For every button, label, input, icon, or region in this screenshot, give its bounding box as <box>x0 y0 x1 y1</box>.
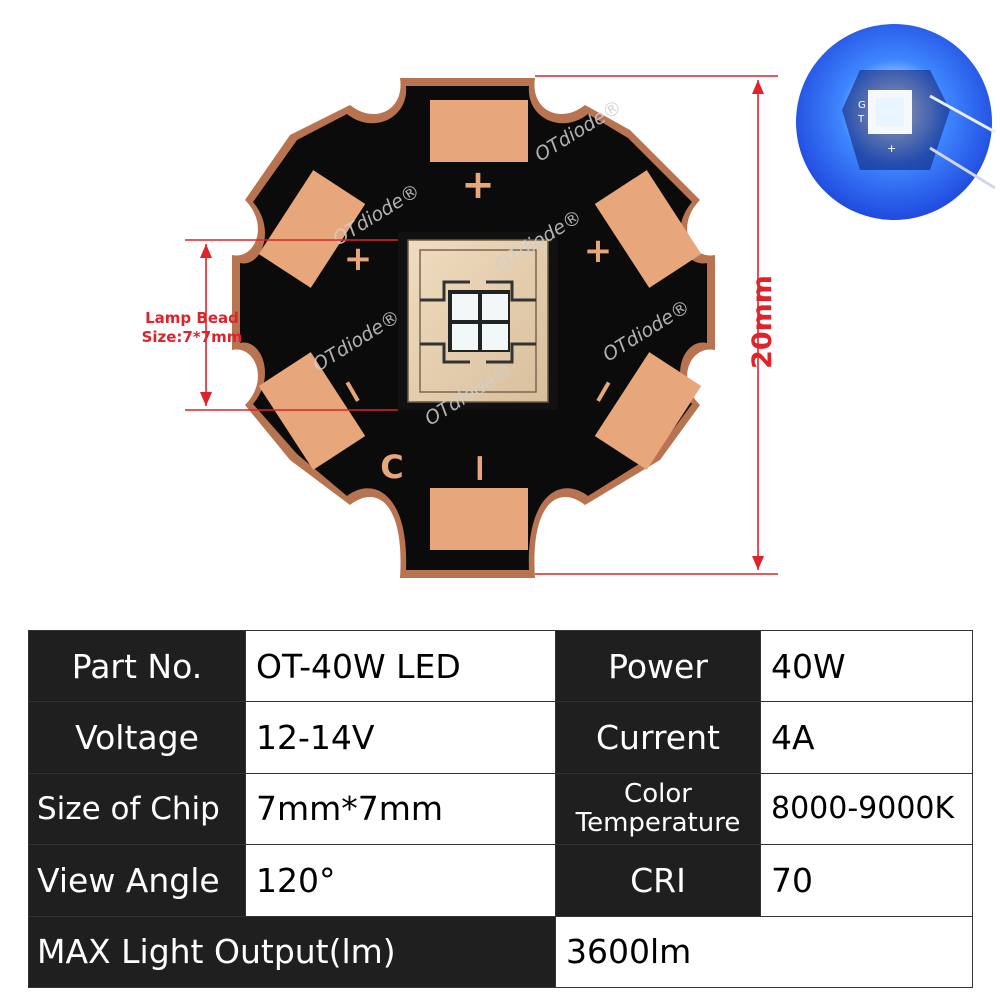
view-angle-value: 120° <box>245 844 556 917</box>
color-temperature-label-line1: Color <box>624 778 692 809</box>
minus-mark-bottom: − <box>459 452 503 484</box>
led-package <box>398 232 558 410</box>
pad-bottom <box>430 488 528 550</box>
table-row: MAX Light Output(lm) 3600lm <box>28 915 973 989</box>
product-image-area: + + + − − − C OTdiode® OTdiode® OTdiode®… <box>142 24 996 578</box>
dimension-arrows <box>200 80 764 570</box>
table-row: Size of Chip 7mm*7mm Color Temperature 8… <box>28 772 973 846</box>
lit-led-inset-photo: G T + <box>796 24 996 220</box>
cri-value: 70 <box>760 844 973 917</box>
voltage-value: 12-14V <box>245 701 556 774</box>
cri-label: CRI <box>555 844 761 917</box>
inset-label-g: G <box>858 100 866 111</box>
pad-lower-left <box>258 352 366 470</box>
current-value: 4A <box>760 701 973 774</box>
pad-upper-right <box>594 170 702 288</box>
c-mark: C <box>380 448 403 486</box>
led-die-3 <box>452 324 478 350</box>
lamp-bead-label-line2: Size:7*7mm <box>142 328 243 346</box>
plus-mark-left: + <box>344 239 373 279</box>
plus-mark-top: + <box>461 162 495 208</box>
inset-label-t: T <box>857 114 865 125</box>
power-value: 40W <box>760 629 973 703</box>
pad-lower-right <box>594 352 702 470</box>
table-row: Part No. OT-40W LED Power 40W <box>28 629 973 703</box>
plus-mark-right: + <box>584 231 613 271</box>
current-label: Current <box>555 701 761 774</box>
color-temperature-label: Color Temperature <box>555 772 761 846</box>
max-light-output-label: MAX Light Output(lm) <box>28 915 556 989</box>
color-temperature-label-line2: Temperature <box>575 807 741 838</box>
inset-plus: + <box>887 142 896 155</box>
part-no-value: OT-40W LED <box>245 629 556 703</box>
view-angle-label: View Angle <box>28 844 246 917</box>
chip-size-value: 7mm*7mm <box>245 772 556 846</box>
led-die-4 <box>482 324 508 350</box>
color-temperature-value: 8000-9000K <box>760 772 973 846</box>
voltage-label: Voltage <box>28 701 246 774</box>
led-die-2 <box>482 294 508 320</box>
height-dimension-label: 20mm <box>747 275 778 369</box>
pad-top <box>430 100 528 162</box>
table-row: Voltage 12-14V Current 4A <box>28 701 973 774</box>
copper-pads <box>258 100 702 550</box>
max-light-output-label-text: MAX Light Output(lm) <box>37 932 396 972</box>
chip-size-label: Size of Chip <box>28 772 246 846</box>
led-die-1 <box>452 294 478 320</box>
pad-upper-left <box>258 170 366 288</box>
max-light-output-value: 3600lm <box>555 915 973 989</box>
dimension-lines <box>185 75 778 575</box>
table-row: View Angle 120° CRI 70 <box>28 844 973 917</box>
lamp-bead-label-line1: Lamp Bead <box>145 309 239 327</box>
power-label: Power <box>555 629 761 703</box>
part-no-label: Part No. <box>28 629 246 703</box>
spec-table: Part No. OT-40W LED Power 40W Voltage 12… <box>28 629 973 989</box>
led-board-illustration: + + + − − − C OTdiode® OTdiode® OTdiode®… <box>142 24 996 578</box>
